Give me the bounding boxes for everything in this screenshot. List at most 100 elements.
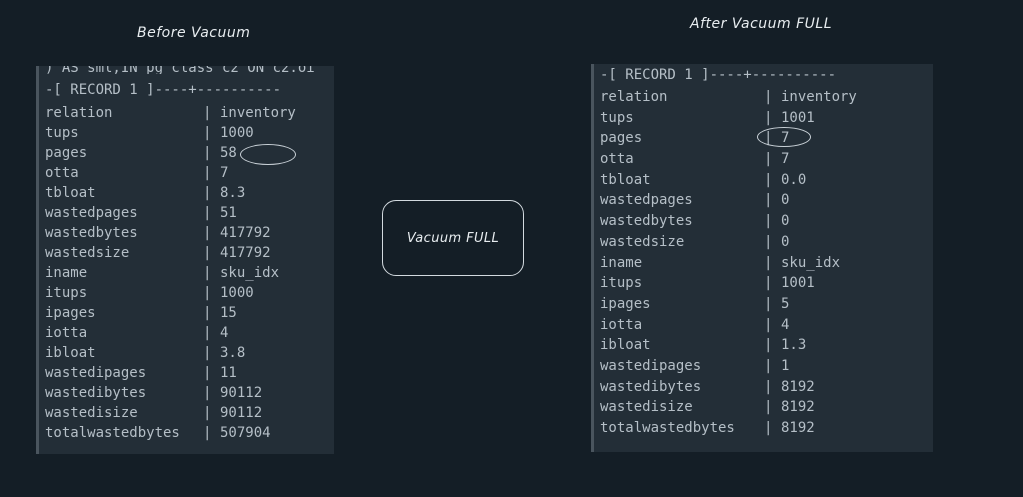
- column-separator: |: [764, 109, 773, 126]
- column-separator: |: [203, 365, 212, 381]
- field-value: 3.8: [220, 345, 246, 361]
- field-name: itups: [600, 275, 643, 292]
- column-separator: |: [764, 275, 773, 292]
- field-name: otta: [600, 151, 634, 168]
- field-value: 90112: [220, 385, 263, 401]
- field-value: 417792: [220, 245, 271, 261]
- field-value: 8.3: [220, 185, 246, 201]
- field-value: inventory: [220, 105, 296, 121]
- field-value: 0.0: [781, 171, 807, 188]
- field-name: wastedibytes: [45, 385, 147, 401]
- before-caption: Before Vacuum: [137, 25, 251, 41]
- column-separator: |: [764, 399, 773, 416]
- field-value: sku_idx: [781, 254, 841, 271]
- column-separator: |: [764, 378, 773, 395]
- field-name: tups: [45, 125, 79, 141]
- field-value: 1.3: [781, 337, 807, 354]
- column-separator: |: [203, 185, 212, 201]
- field-value: 1000: [220, 285, 254, 301]
- column-separator: |: [203, 225, 212, 241]
- column-separator: |: [203, 285, 212, 301]
- after-terminal: -[ RECORD 1 ]----+---------- relation | in…: [591, 64, 933, 452]
- field-value: 58: [220, 145, 237, 161]
- field-name: iotta: [600, 316, 643, 333]
- column-separator: |: [764, 337, 773, 354]
- field-value: 4: [220, 325, 229, 341]
- column-separator: |: [203, 305, 212, 321]
- field-name: pages: [600, 130, 643, 147]
- column-separator: |: [764, 233, 773, 250]
- field-name: ibloat: [600, 337, 651, 354]
- column-separator: |: [764, 89, 773, 105]
- field-name: wastedisize: [600, 399, 693, 416]
- record-header: -[ RECORD 1 ]----+----------: [45, 82, 282, 98]
- field-name: wastedsize: [600, 233, 685, 250]
- pages-highlight-ellipse: [240, 144, 296, 165]
- field-name: wastedipages: [600, 357, 702, 374]
- column-separator: |: [764, 316, 773, 333]
- column-separator: |: [203, 205, 212, 221]
- field-name: iname: [600, 254, 643, 271]
- field-name: iotta: [45, 325, 88, 341]
- field-name: pages: [45, 145, 88, 161]
- field-value: 417792: [220, 225, 271, 241]
- field-value: 507904: [220, 425, 271, 441]
- column-separator: |: [764, 357, 773, 374]
- column-separator: |: [203, 345, 212, 361]
- column-separator: |: [764, 420, 773, 436]
- field-value: 15: [220, 305, 237, 321]
- field-value: 0: [781, 192, 790, 209]
- field-name: relation: [600, 89, 668, 105]
- column-separator: |: [203, 405, 212, 421]
- field-value: 4: [781, 316, 790, 333]
- field-name: tbloat: [45, 185, 96, 201]
- pages-highlight-ellipse: [757, 127, 811, 147]
- field-name: ibloat: [45, 345, 96, 361]
- field-name: ipages: [45, 305, 96, 321]
- field-value: 5: [781, 295, 790, 312]
- column-separator: |: [203, 105, 212, 121]
- field-name: wastedbytes: [600, 213, 693, 230]
- record-header: -[ RECORD 1 ]----+----------: [600, 67, 837, 83]
- column-separator: |: [764, 254, 773, 271]
- field-value: inventory: [781, 89, 857, 105]
- field-name: totalwastedbytes: [45, 425, 180, 441]
- clipped-query-line: ) AS sml,IN pg_class c2 ON c2.oi: [45, 66, 315, 74]
- field-value: 1: [781, 357, 790, 374]
- before-terminal: ) AS sml,IN pg_class c2 ON c2.oi -[ RECO…: [36, 66, 334, 454]
- field-name: otta: [45, 165, 79, 181]
- field-value: 90112: [220, 405, 263, 421]
- column-separator: |: [764, 192, 773, 209]
- field-value: 8192: [781, 399, 815, 416]
- column-separator: |: [203, 425, 212, 441]
- column-separator: |: [203, 125, 212, 141]
- field-value: 8192: [781, 420, 815, 436]
- field-name: wastedipages: [45, 365, 147, 381]
- field-name: wastedpages: [45, 205, 138, 221]
- column-separator: |: [764, 295, 773, 312]
- field-name: tups: [600, 109, 634, 126]
- after-caption: After Vacuum FULL: [690, 16, 833, 32]
- field-name: wastedpages: [600, 192, 693, 209]
- field-name: tbloat: [600, 171, 651, 188]
- column-separator: |: [203, 265, 212, 281]
- vacuum-full-step: Vacuum FULL: [382, 200, 524, 276]
- field-name: ipages: [600, 295, 651, 312]
- column-separator: |: [203, 145, 212, 161]
- column-separator: |: [203, 385, 212, 401]
- field-value: 7: [781, 151, 790, 168]
- column-separator: |: [203, 325, 212, 341]
- column-separator: |: [203, 245, 212, 261]
- field-value: sku_idx: [220, 265, 280, 281]
- field-value: 0: [781, 213, 790, 230]
- field-value: 51: [220, 205, 237, 221]
- field-name: totalwastedbytes: [600, 420, 735, 436]
- field-value: 0: [781, 233, 790, 250]
- field-value: 1001: [781, 275, 815, 292]
- field-name: wastedbytes: [45, 225, 138, 241]
- column-separator: |: [203, 165, 212, 181]
- column-separator: |: [764, 171, 773, 188]
- field-value: 1001: [781, 109, 815, 126]
- vacuum-full-label: Vacuum FULL: [406, 230, 500, 246]
- field-value: 11: [220, 365, 237, 381]
